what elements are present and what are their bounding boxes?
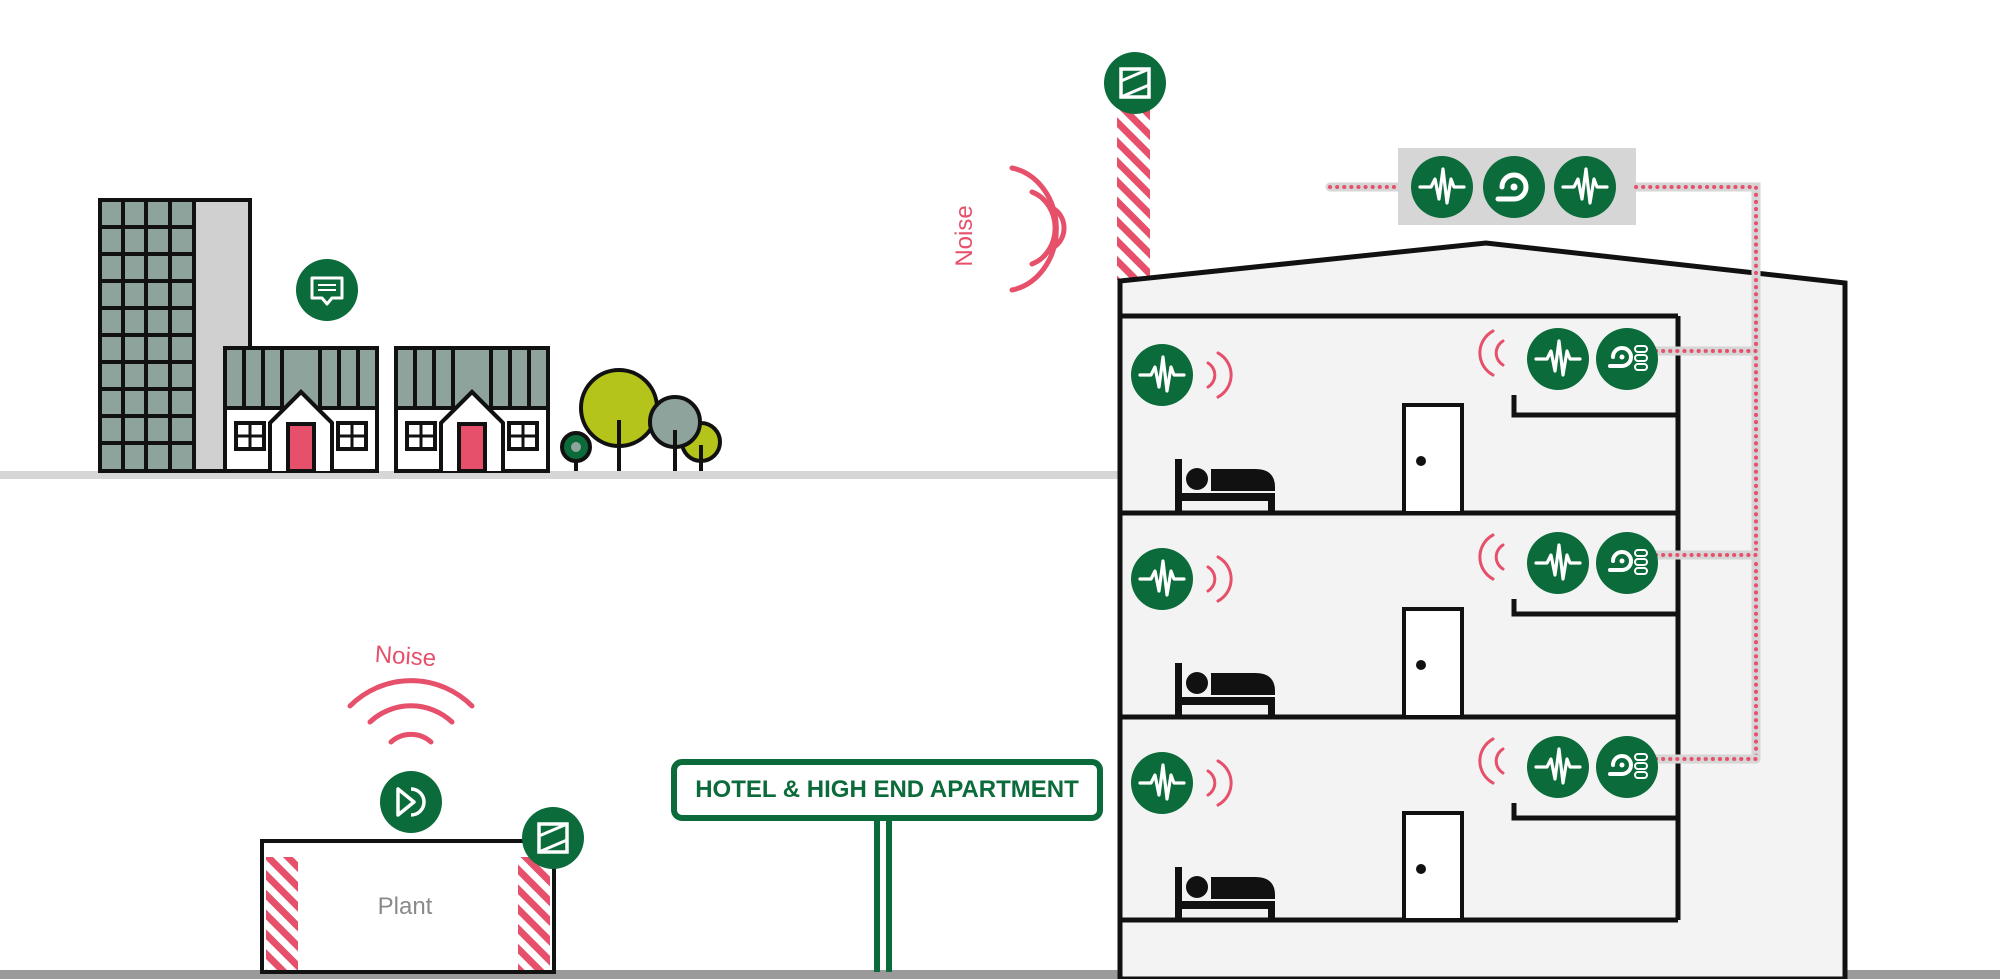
plant-label: Plant	[378, 893, 433, 920]
trees	[560, 368, 722, 471]
room-vibration-icon	[1129, 546, 1195, 612]
noise-arcs-bottom	[347, 678, 475, 745]
roof-vibration-icon-1	[1409, 154, 1475, 220]
hotel-sign: HOTEL & HIGH END APARTMENT	[671, 759, 1103, 972]
sign-label: HOTEL & HIGH END APARTMENT	[695, 776, 1079, 803]
noise-label-bottom: Noise	[374, 641, 437, 672]
door-icon	[1402, 403, 1464, 515]
floor-2	[1129, 530, 1678, 719]
upper-ground-line	[0, 471, 1120, 479]
floor-3	[1129, 734, 1678, 922]
plant-flue-damper-icon	[520, 805, 586, 871]
office-tower	[98, 198, 252, 473]
room-vibration-icon	[1129, 342, 1195, 408]
fan-coil-icon	[1594, 734, 1660, 800]
roof-vibration-icon-2	[1552, 154, 1618, 220]
fan-coil-icon	[1594, 530, 1660, 596]
room-vibration-icon	[1129, 750, 1195, 816]
unit-vibration-icon	[1525, 326, 1591, 392]
floor-1	[1129, 326, 1678, 515]
duct-network	[1325, 182, 1761, 764]
speech-bubble-icon	[294, 257, 360, 323]
flue-chimney	[1117, 110, 1150, 280]
door-icon	[1402, 607, 1464, 719]
roof-fan-icon	[1483, 156, 1545, 218]
noise-label-top: Noise	[951, 205, 978, 266]
house-2	[394, 346, 550, 473]
unit-vibration-icon	[1525, 530, 1591, 596]
flue-damper-icon	[1102, 50, 1168, 116]
noise-arcs-top	[1009, 165, 1067, 293]
unit-vibration-icon	[1525, 734, 1591, 800]
house-1	[223, 346, 379, 473]
fan-coil-icon	[1594, 326, 1660, 392]
pump-icon	[378, 769, 444, 835]
lower-ground-line	[0, 970, 2000, 979]
plant-building: Plant	[260, 839, 556, 974]
door-icon	[1402, 811, 1464, 922]
